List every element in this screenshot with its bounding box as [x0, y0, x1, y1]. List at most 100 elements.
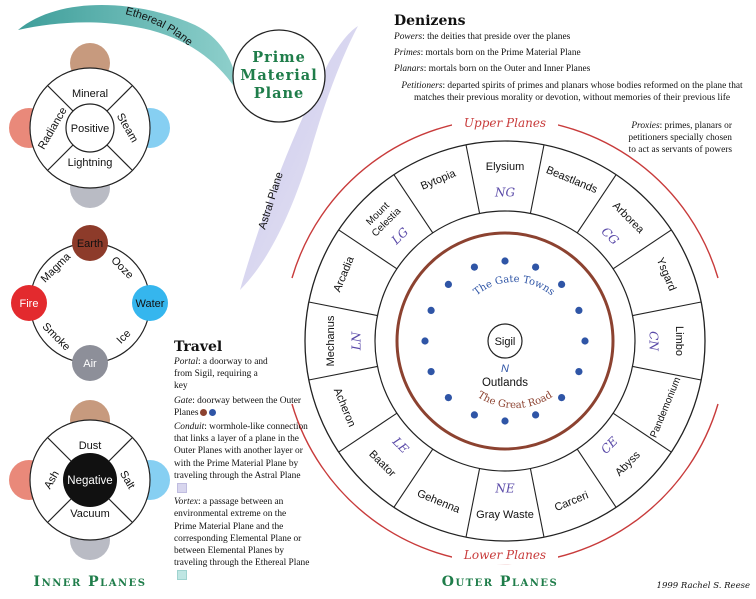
wheel-spoke — [338, 412, 398, 453]
outer-plane-gray-waste: Gray Waste — [476, 509, 534, 521]
proxies-block: Proxies: primes, planars or petitioners … — [620, 120, 732, 157]
negative-seg-dust: Dust — [79, 440, 102, 452]
prime-line1: Prime — [252, 49, 306, 66]
outer-plane-elysium: Elysium — [486, 161, 525, 173]
gate-town-dot — [581, 337, 589, 345]
gate-town-dot — [501, 257, 509, 265]
gate-town-dot — [444, 280, 452, 288]
def-petitioners: Petitioners: departed spirits of primes … — [394, 80, 750, 104]
gate-town-dot — [575, 368, 583, 376]
earth-orb — [72, 225, 108, 261]
wheel-spoke — [465, 468, 481, 538]
outer-planes-wheel: Sigil N Outlands The Gate Towns The Grea… — [304, 140, 706, 542]
gate-town-dot — [532, 411, 540, 419]
gate-blue-dot-icon — [209, 409, 217, 417]
sigil-circle — [487, 323, 523, 359]
def-gate-text: : doorway between the Outer Planes — [174, 395, 302, 418]
astral-plane-band — [240, 26, 358, 290]
wheel-spoke — [338, 229, 398, 270]
wheel-spoke — [308, 365, 378, 381]
gate-town-dot — [558, 394, 566, 402]
positive-center: Positive — [71, 123, 110, 135]
great-road-ring — [395, 231, 615, 451]
wheel-spoke — [576, 448, 617, 508]
def-proxies: Proxies: primes, planars or petitioners … — [620, 120, 732, 157]
gate-town-dot — [558, 280, 566, 288]
term-conduit: Conduit — [174, 422, 205, 433]
element-fire: Fire — [20, 298, 39, 310]
outer-plane-limbo: Limbo — [673, 326, 685, 356]
element-water: Water — [136, 298, 165, 310]
gate-town-dot — [427, 368, 435, 376]
wheel-spoke — [576, 174, 617, 234]
def-gate: Gate: doorway between the Outer Planes — [174, 395, 310, 419]
water-orb — [132, 285, 168, 321]
negative-energy-cluster: Negative Dust Salt Vacuum Ash — [9, 400, 170, 560]
wheel-spoke — [529, 144, 545, 214]
fire-orb — [11, 285, 47, 321]
term-primes: Primes — [394, 48, 421, 59]
outlands-label: Outlands — [482, 377, 528, 389]
wheel-spoke — [612, 412, 672, 453]
wheel-spoke — [632, 301, 702, 317]
alignment-cn: CN — [647, 331, 661, 351]
upper-planes-label: Upper Planes — [464, 116, 546, 130]
term-powers: Powers — [394, 32, 423, 42]
vortex-swatch-icon — [177, 570, 187, 581]
travel-block: Travel Portal: a doorway to and from Sig… — [174, 338, 310, 582]
element-earth: Earth — [77, 238, 103, 250]
gate-town-dot — [470, 263, 478, 271]
def-proxies-text: : primes, planars or petitioners special… — [628, 121, 732, 156]
wheel-spoke — [393, 174, 434, 234]
sigil-label: Sigil — [495, 336, 516, 348]
travel-title: Travel — [174, 339, 223, 355]
wheel-spoke — [465, 144, 481, 214]
def-vortex: Vortex: a passage between an environment… — [174, 496, 310, 581]
elemental-cluster: Earth Fire Water Air Ooze Ice Smoke Magm… — [11, 225, 168, 381]
gate-town-dot — [501, 417, 509, 425]
positive-seg-lightning: Lightning — [68, 157, 113, 169]
alignment-ne: NE — [494, 482, 515, 496]
def-planars: Planars: mortals born on the Outer and I… — [394, 63, 750, 75]
inner-planes-title: Inner Planes — [34, 574, 147, 590]
prime-line2: Material — [240, 67, 317, 84]
term-vortex: Vortex — [174, 497, 198, 508]
wheel-spoke — [308, 301, 378, 317]
outer-planes-title: Outer Planes — [442, 574, 558, 590]
def-primes-text: : mortals born on the Prime Material Pla… — [420, 48, 581, 59]
alignment-ng: NG — [494, 186, 516, 200]
gate-town-dot — [470, 411, 478, 419]
denizens-block: Denizens Powers: the deities that presid… — [394, 12, 750, 104]
outer-plane-mechanus: Mechanus — [325, 315, 337, 366]
wheel-spoke — [393, 448, 434, 508]
term-proxies: Proxies — [631, 121, 660, 131]
term-portal: Portal — [174, 357, 198, 367]
def-vortex-text: : a passage between an environmental ext… — [174, 497, 310, 569]
def-portal-text: : a doorway to and from Sigil, requiring… — [174, 357, 268, 392]
def-primes: Primes: mortals born on the Prime Materi… — [394, 47, 750, 59]
term-gate: Gate — [174, 395, 193, 406]
denizens-title: Denizens — [394, 13, 466, 29]
term-planars: Planars — [394, 64, 424, 75]
wheel-spoke — [632, 365, 702, 381]
def-petitioners-text: : departed spirits of primes and planars… — [413, 80, 743, 103]
gate-town-dot — [444, 394, 452, 402]
negative-center: Negative — [67, 475, 112, 487]
alignment-ln: LN — [350, 331, 364, 351]
gate-town-dot — [421, 337, 429, 345]
def-conduit-text: : wormhole-like connection that links a … — [174, 422, 308, 481]
sigil-alignment: N — [501, 363, 509, 375]
def-planars-text: : mortals born on the Outer and Inner Pl… — [423, 64, 591, 75]
def-portal: Portal: a doorway to and from Sigil, req… — [174, 356, 268, 393]
prime-line3: Plane — [254, 85, 305, 102]
conduit-swatch-icon — [177, 482, 187, 493]
credit: 1999 Rachel S. Reese — [657, 581, 750, 591]
def-conduit: Conduit: wormhole-like connection that l… — [174, 421, 310, 494]
gate-brown-dot-icon — [200, 409, 208, 417]
negative-seg-vacuum: Vacuum — [70, 508, 110, 520]
wheel-spoke — [529, 468, 545, 538]
positive-energy-cluster: Positive Mineral Steam Lightning Radianc… — [9, 43, 170, 208]
positive-seg-mineral: Mineral — [72, 88, 108, 100]
def-powers: Powers: the deities that preside over th… — [394, 31, 750, 43]
